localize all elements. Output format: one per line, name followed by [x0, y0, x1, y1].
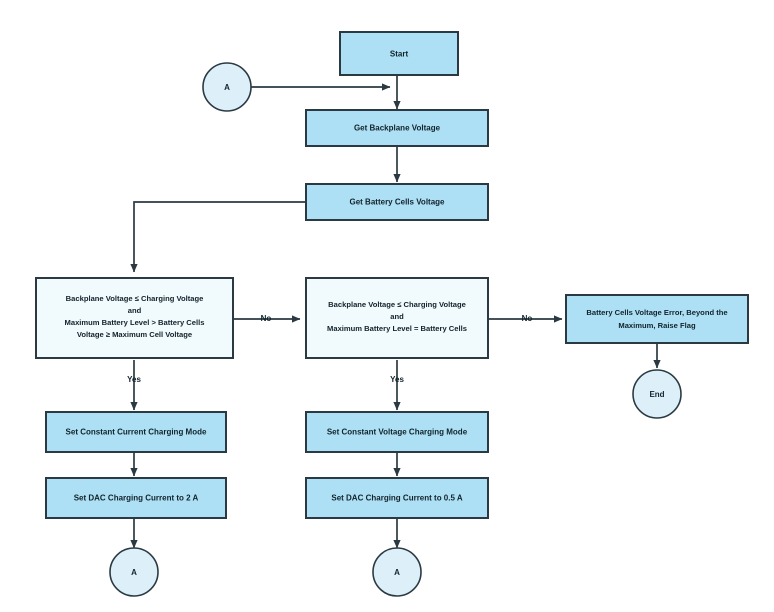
edge-cells-to-decision-cc	[130, 201, 306, 273]
connector-a-top-shape	[202, 62, 252, 112]
get-backplane-voltage-label: Get Backplane Voltage	[354, 124, 441, 133]
decision-cc-line-2: and	[128, 306, 142, 315]
decision-cv-line-2: and	[390, 312, 404, 321]
set-cc-mode-label: Set Constant Current Charging Mode	[66, 428, 207, 437]
node-set-constant-voltage-mode[interactable]: Set Constant Voltage Charging Mode	[305, 411, 489, 453]
edge-label-yes-cc: Yes	[127, 375, 141, 384]
node-connector-a-bottom-left[interactable]: A	[109, 547, 159, 597]
set-dac-2a-label: Set DAC Charging Current to 2 A	[74, 494, 199, 503]
error-box-line-2: Maximum, Raise Flag	[618, 321, 696, 330]
start-box-shape	[339, 31, 459, 76]
decision-cc-line-4: Voltage ≥ Maximum Cell Voltage	[77, 330, 192, 339]
node-set-constant-current-mode[interactable]: Set Constant Current Charging Mode	[45, 411, 227, 453]
set-dac-05a-label: Set DAC Charging Current to 0.5 A	[331, 494, 462, 503]
node-start[interactable]: Start	[339, 31, 459, 76]
node-connector-a-top[interactable]: A	[202, 62, 252, 112]
node-set-dac-current-05a[interactable]: Set DAC Charging Current to 0.5 A	[305, 477, 489, 519]
decision-cv-line-3: Maximum Battery Level = Battery Cells	[327, 324, 467, 333]
error-box-line-1: Battery Cells Voltage Error, Beyond the	[586, 308, 727, 317]
connector-a-top-label: A	[224, 83, 230, 92]
end-node-shape	[632, 369, 682, 419]
end-node-label: End	[649, 390, 664, 399]
get-backplane-voltage-shape	[305, 109, 489, 147]
set-cv-mode-shape	[305, 411, 489, 453]
start-box-label: Start	[390, 50, 409, 59]
decision-cv-line-1: Backplane Voltage ≤ Charging Voltage	[328, 300, 466, 309]
node-get-battery-cells-voltage[interactable]: Get Battery Cells Voltage	[305, 183, 489, 221]
node-error-raise-flag[interactable]: Battery Cells Voltage Error, Beyond the …	[565, 294, 749, 344]
node-set-dac-current-2a[interactable]: Set DAC Charging Current to 2 A	[45, 477, 227, 519]
node-end[interactable]: End	[632, 369, 682, 419]
decision-cc-shape	[35, 277, 234, 359]
decision-cv-shape	[305, 277, 489, 359]
node-get-backplane-voltage[interactable]: Get Backplane Voltage	[305, 109, 489, 147]
get-battery-cells-voltage-shape	[305, 183, 489, 221]
set-cc-mode-shape	[45, 411, 227, 453]
connector-a-bottom-mid-shape	[372, 547, 422, 597]
set-cv-mode-label: Set Constant Voltage Charging Mode	[327, 428, 468, 437]
edge-labels-layer: No No Yes Yes	[127, 314, 532, 384]
decision-cc-line-1: Backplane Voltage ≤ Charging Voltage	[66, 294, 204, 303]
node-decision-constant-voltage[interactable]: Backplane Voltage ≤ Charging Voltage and…	[305, 277, 489, 359]
edge-label-no-cc: No	[261, 314, 272, 323]
decision-cc-line-3: Maximum Battery Level > Battery Cells	[65, 318, 205, 327]
node-connector-a-bottom-mid[interactable]: A	[372, 547, 422, 597]
edge-label-no-cv: No	[522, 314, 533, 323]
error-box-shape	[565, 294, 749, 344]
get-battery-cells-voltage-label: Get Battery Cells Voltage	[350, 198, 446, 207]
edges-layer	[130, 75, 661, 549]
node-decision-constant-current[interactable]: Backplane Voltage ≤ Charging Voltage and…	[35, 277, 234, 359]
connector-a-bottom-left-label: A	[131, 568, 137, 577]
set-dac-2a-shape	[45, 477, 227, 519]
set-dac-05a-shape	[305, 477, 489, 519]
connector-a-bottom-left-shape	[109, 547, 159, 597]
edge-label-yes-cv: Yes	[390, 375, 404, 384]
connector-a-bottom-mid-label: A	[394, 568, 400, 577]
